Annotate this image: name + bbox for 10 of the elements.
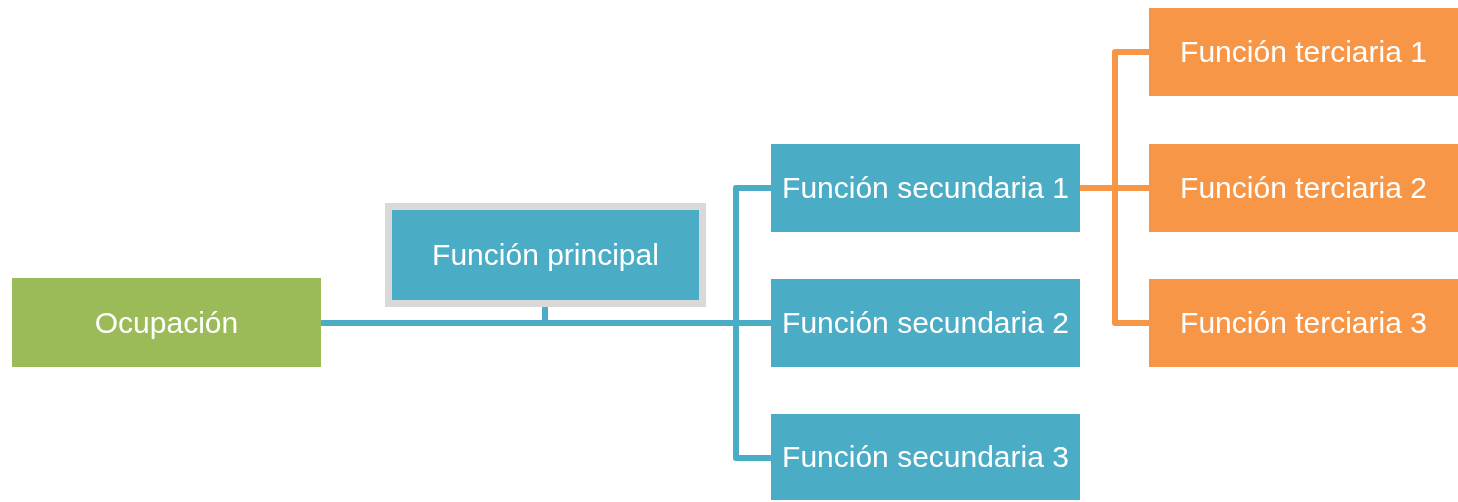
function-box: Función terciaria 1 [1149,8,1458,96]
main-function-box: Función principal [385,203,706,307]
function-box: Función secundaria 2 [771,279,1080,367]
occupation-box: Ocupación [12,278,321,367]
connector-line [1080,185,1149,326]
connector-line [542,307,771,461]
function-box: Función terciaria 2 [1149,144,1458,232]
function-box: Función secundaria 1 [771,144,1080,232]
function-box: Función terciaria 3 [1149,279,1458,367]
function-box: Función secundaria 3 [771,414,1080,500]
